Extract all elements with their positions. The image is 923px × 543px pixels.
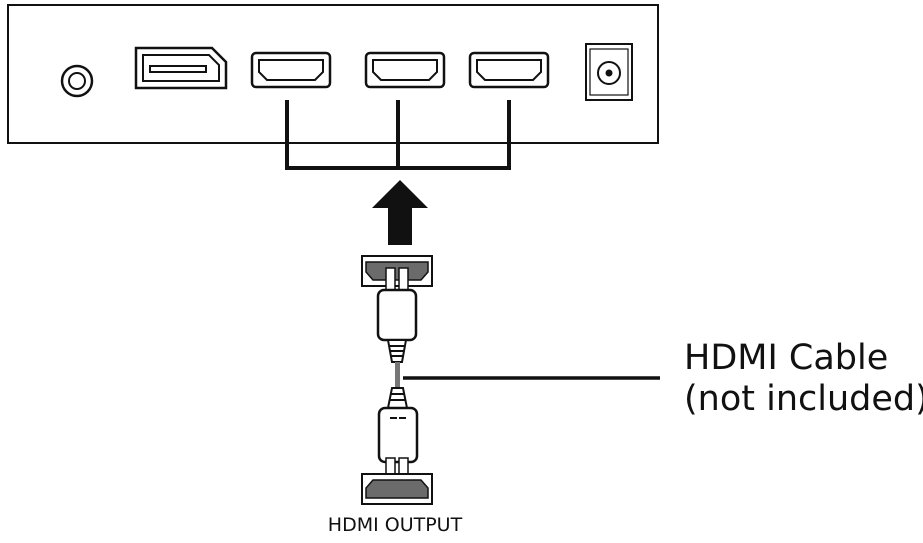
- hdmi-port-icon: [468, 51, 550, 89]
- hdmi-cable-label: HDMI Cable (not included): [684, 338, 923, 420]
- up-arrow-icon: [372, 180, 428, 245]
- hdmi-port-icon: [250, 51, 332, 89]
- monitor-back-panel: [7, 4, 659, 144]
- hdmi-plug-icon: [361, 387, 433, 505]
- hdmi-cable-label-line1: HDMI Cable: [684, 338, 889, 378]
- displayport-icon: [134, 46, 228, 90]
- audio-jack-icon: [60, 64, 94, 98]
- hdmi-port-icon: [364, 51, 446, 89]
- hdmi-cable: [395, 362, 400, 388]
- hdmi-output-label: HDMI OUTPUT: [327, 514, 463, 536]
- hdmi-cable-label-line2: (not included): [684, 379, 923, 419]
- hdmi-plug-icon: [361, 255, 433, 363]
- hdmi-port-bracket: [285, 100, 511, 170]
- power-jack-icon: [585, 43, 633, 101]
